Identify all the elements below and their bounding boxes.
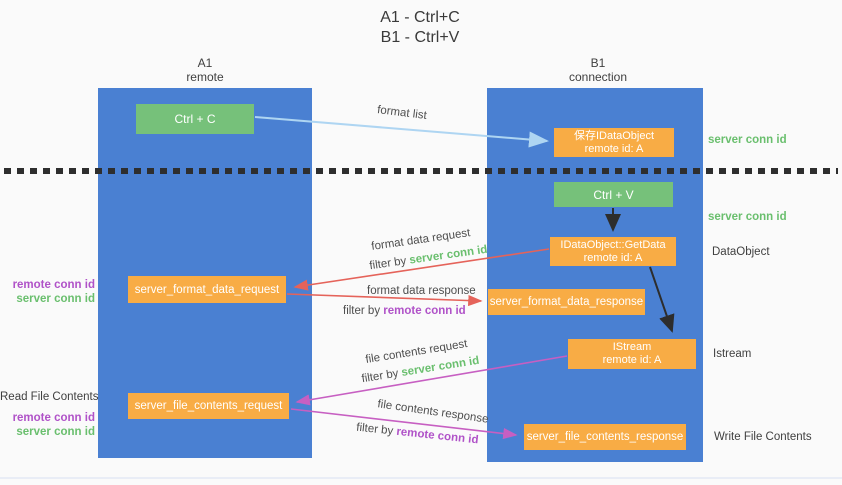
server-conn-id-annotation-mid: server conn id	[708, 211, 787, 223]
session-divider-line	[4, 168, 838, 174]
lifeline-b-title: B1	[590, 56, 606, 70]
read-file-contents-annotation: Read File Contents	[0, 391, 99, 403]
filter-by-remote-conn-id-label-1: filter by remote conn id	[343, 305, 466, 317]
filter-by-remote-conn-id-label-2: filter by remote conn id	[356, 422, 479, 447]
istream-line1: IStream	[612, 341, 652, 353]
getdata-box: IDataObject::GetData remote id: A	[550, 237, 676, 266]
remote-conn-id-annotation-left-2: remote conn id	[12, 412, 95, 424]
server-conn-id-annotation-left-1: server conn id	[16, 293, 95, 305]
server-format-data-response-box: server_format_data_response	[488, 289, 645, 315]
server-file-contents-request-label: server_file_contents_request	[134, 400, 283, 412]
title-line-1: A1 - Ctrl+C	[380, 9, 460, 26]
remote-conn-id-annotation-left-1: remote conn id	[12, 279, 95, 291]
format-list-label: format list	[376, 104, 428, 122]
ctrl-v-label: Ctrl + V	[593, 187, 634, 202]
istream-line2: remote id: A	[602, 354, 662, 366]
getdata-line1: IDataObject::GetData	[560, 238, 666, 251]
lifeline-a-header: A1 remote	[150, 56, 260, 84]
lifeline-a-subtitle: remote	[186, 70, 224, 84]
format-data-response-label: format data response	[367, 285, 476, 297]
bottom-divider	[0, 477, 842, 479]
filter-by-text: filter by	[368, 255, 408, 273]
diagram-title: A1 - Ctrl+C B1 - Ctrl+V	[300, 8, 540, 48]
lifeline-b-subtitle: connection	[568, 70, 628, 84]
server-file-contents-request-box: server_file_contents_request	[128, 393, 289, 419]
lifeline-b-header: B1 connection	[543, 56, 653, 84]
remote-conn-id-text: remote conn id	[395, 425, 480, 447]
ctrl-c-label: Ctrl + C	[174, 112, 216, 126]
lifeline-a-title: A1	[197, 56, 213, 70]
dataobject-annotation: DataObject	[712, 246, 770, 258]
server-format-data-request-label: server_format_data_request	[134, 283, 280, 296]
istream-box: IStream remote id: A	[568, 339, 696, 369]
ctrl-v-action-box: Ctrl + V	[554, 182, 673, 207]
ctrl-c-action-box: Ctrl + C	[136, 104, 254, 134]
istream-annotation: Istream	[713, 348, 752, 360]
file-contents-response-label: file contents response	[376, 398, 490, 426]
server-format-data-response-label: server_format_data_response	[489, 296, 644, 308]
save-idataobject-box: 保存IDataObject remote id: A	[554, 128, 674, 157]
server-file-contents-response-label: server_file_contents_response	[526, 431, 684, 443]
getdata-line2: remote id: A	[583, 251, 643, 264]
write-file-contents-annotation: Write File Contents	[714, 431, 812, 443]
save-idataobject-line1: 保存IDataObject	[573, 129, 655, 142]
server-conn-id-annotation-top: server conn id	[708, 134, 787, 146]
server-conn-id-annotation-left-2: server conn id	[16, 426, 95, 438]
remote-conn-id-text: remote conn id	[383, 305, 466, 317]
server-conn-id-text: server conn id	[408, 243, 489, 267]
save-idataobject-line2: remote id: A	[584, 142, 644, 155]
server-format-data-request-box: server_format_data_request	[128, 276, 286, 303]
filter-by-text: filter by	[343, 305, 381, 317]
title-line-2: B1 - Ctrl+V	[380, 29, 460, 46]
server-file-contents-response-box: server_file_contents_response	[524, 424, 686, 450]
filter-by-text: filter by	[360, 367, 400, 386]
filter-by-text: filter by	[355, 421, 394, 438]
